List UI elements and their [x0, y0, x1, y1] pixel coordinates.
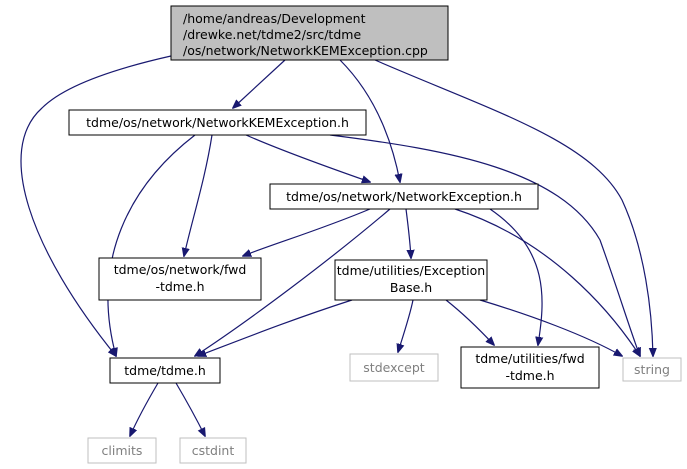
edge-root-to-string — [374, 59, 653, 356]
edge-exception-base-to-string — [479, 299, 622, 356]
exception-base-line-1: tdme/utilities/Exception — [337, 263, 485, 278]
utilities-fwd-line-1: tdme/utilities/fwd — [475, 351, 584, 366]
edge-exception-base-to-stdexcept — [398, 299, 414, 352]
edge-network-exception-to-exception-base — [405, 208, 411, 258]
root-line-2: /drewke.net/tdme2/src/tdme — [183, 27, 361, 42]
string-label: string — [634, 362, 670, 377]
tdme-h-label: tdme/tdme.h — [124, 363, 206, 378]
root-line-1: /home/andreas/Development — [183, 11, 366, 26]
edge-root-to-kem-exception-h — [233, 59, 286, 108]
node-network-exception-h[interactable]: tdme/os/network/NetworkException.h — [269, 183, 539, 210]
node-root-source-file[interactable]: /home/andreas/Development /drewke.net/td… — [170, 5, 449, 61]
edge-kem-to-network-fwd — [184, 134, 213, 256]
edge-kem-to-tdme-h — [107, 134, 196, 356]
stdexcept-label: stdexcept — [363, 360, 424, 375]
edge-network-exception-to-tdme-h — [195, 208, 391, 356]
edge-network-exception-to-string — [454, 208, 640, 356]
node-stdexcept[interactable]: stdexcept — [349, 353, 439, 382]
network-exception-h-label: tdme/os/network/NetworkException.h — [286, 189, 522, 204]
edge-kem-to-network-exception-h — [245, 134, 370, 182]
edge-network-exception-to-utilities-fwd — [489, 208, 542, 345]
node-network-fwd-tdme-h[interactable]: tdme/os/network/fwd -tdme.h — [98, 257, 262, 301]
utilities-fwd-line-2: -tdme.h — [505, 368, 554, 383]
exception-base-line-2: Base.h — [390, 280, 432, 295]
node-network-kem-exception-h[interactable]: tdme/os/network/NetworkKEMException.h — [68, 109, 367, 136]
edge-network-exception-to-network-fwd — [243, 208, 371, 256]
root-line-3: /os/network/NetworkKEMException.cpp — [183, 43, 428, 58]
edge-tdme-h-to-cstdint — [175, 382, 205, 436]
kem-exception-h-label: tdme/os/network/NetworkKEMException.h — [86, 115, 349, 130]
node-exception-base-h[interactable]: tdme/utilities/Exception Base.h — [334, 259, 488, 301]
edge-root-to-network-exception-h — [339, 59, 400, 182]
node-string[interactable]: string — [622, 357, 682, 382]
network-fwd-line-1: tdme/os/network/fwd — [114, 262, 247, 277]
edge-exception-base-to-tdme-h — [198, 299, 353, 356]
node-climits[interactable]: climits — [87, 437, 157, 464]
edge-exception-base-to-utilities-fwd — [445, 299, 494, 345]
node-cstdint[interactable]: cstdint — [179, 437, 247, 464]
climits-label: climits — [102, 443, 143, 458]
network-fwd-line-2: -tdme.h — [155, 279, 204, 294]
node-utilities-fwd-tdme-h[interactable]: tdme/utilities/fwd -tdme.h — [460, 346, 600, 389]
node-tdme-h[interactable]: tdme/tdme.h — [109, 357, 221, 384]
edge-tdme-h-to-climits — [130, 382, 159, 436]
edge-root-to-tdme-h — [20, 55, 172, 356]
cstdint-label: cstdint — [192, 443, 235, 458]
edge-kem-to-string — [329, 134, 640, 356]
